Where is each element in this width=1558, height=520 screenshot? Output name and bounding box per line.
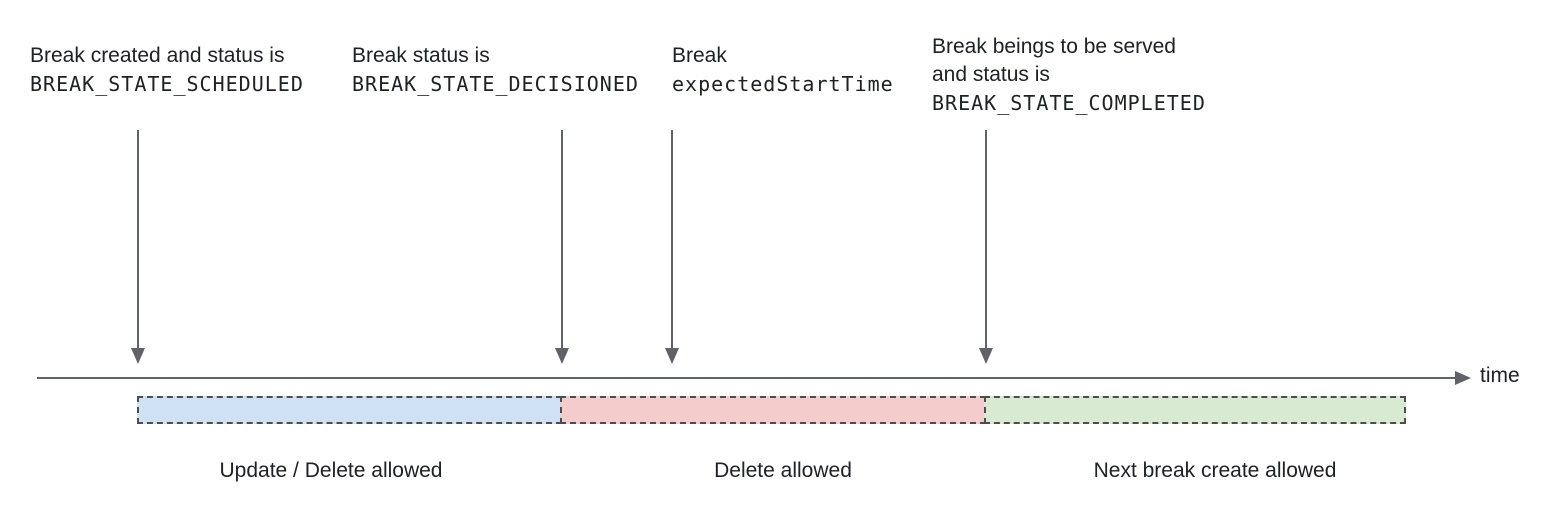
arrow-shaft	[561, 130, 563, 349]
annotation-break-decisioned-code: BREAK_STATE_DECISIONED	[352, 72, 639, 96]
annotation-break-decisioned-text: Break status is	[352, 44, 490, 67]
annotation-break-completed-text-line1: Break beings to be served	[932, 35, 1176, 58]
annotation-break-completed-code: BREAK_STATE_COMPLETED	[932, 91, 1206, 115]
annotation-break-created-code: BREAK_STATE_SCHEDULED	[30, 72, 304, 96]
timeline-label: time	[1480, 364, 1520, 387]
annotation-break-created: Break created and status is BREAK_STATE_…	[30, 42, 304, 98]
arrow-right-icon	[1455, 371, 1471, 385]
label-update-delete-allowed: Update / Delete allowed	[219, 459, 443, 482]
arrow-down-icon	[555, 348, 569, 364]
segment-update-delete-allowed	[137, 396, 562, 424]
segment-delete-allowed	[560, 396, 986, 424]
annotation-expected-start-time: Break expectedStartTime	[672, 42, 894, 98]
timeline-axis	[37, 377, 1456, 379]
annotation-break-created-text: Break created and status is	[30, 44, 285, 67]
state-period-bar	[137, 396, 1406, 424]
label-next-break-create-allowed: Next break create allowed	[1093, 459, 1337, 482]
arrow-shaft	[985, 130, 987, 349]
annotation-expected-start-time-code: expectedStartTime	[672, 72, 894, 96]
segment-next-break-create-allowed	[984, 396, 1406, 424]
annotation-break-completed-text-line2: and status is	[932, 63, 1050, 86]
arrow-down-icon	[131, 348, 145, 364]
annotation-break-completed: Break beings to be served and status is …	[932, 33, 1206, 117]
arrow-down-icon	[979, 348, 993, 364]
arrow-shaft	[671, 130, 673, 349]
annotation-break-decisioned: Break status is BREAK_STATE_DECISIONED	[352, 42, 639, 98]
annotation-expected-start-time-text: Break	[672, 44, 727, 67]
arrow-shaft	[137, 130, 139, 349]
arrow-down-icon	[665, 348, 679, 364]
label-delete-allowed: Delete allowed	[714, 459, 852, 482]
